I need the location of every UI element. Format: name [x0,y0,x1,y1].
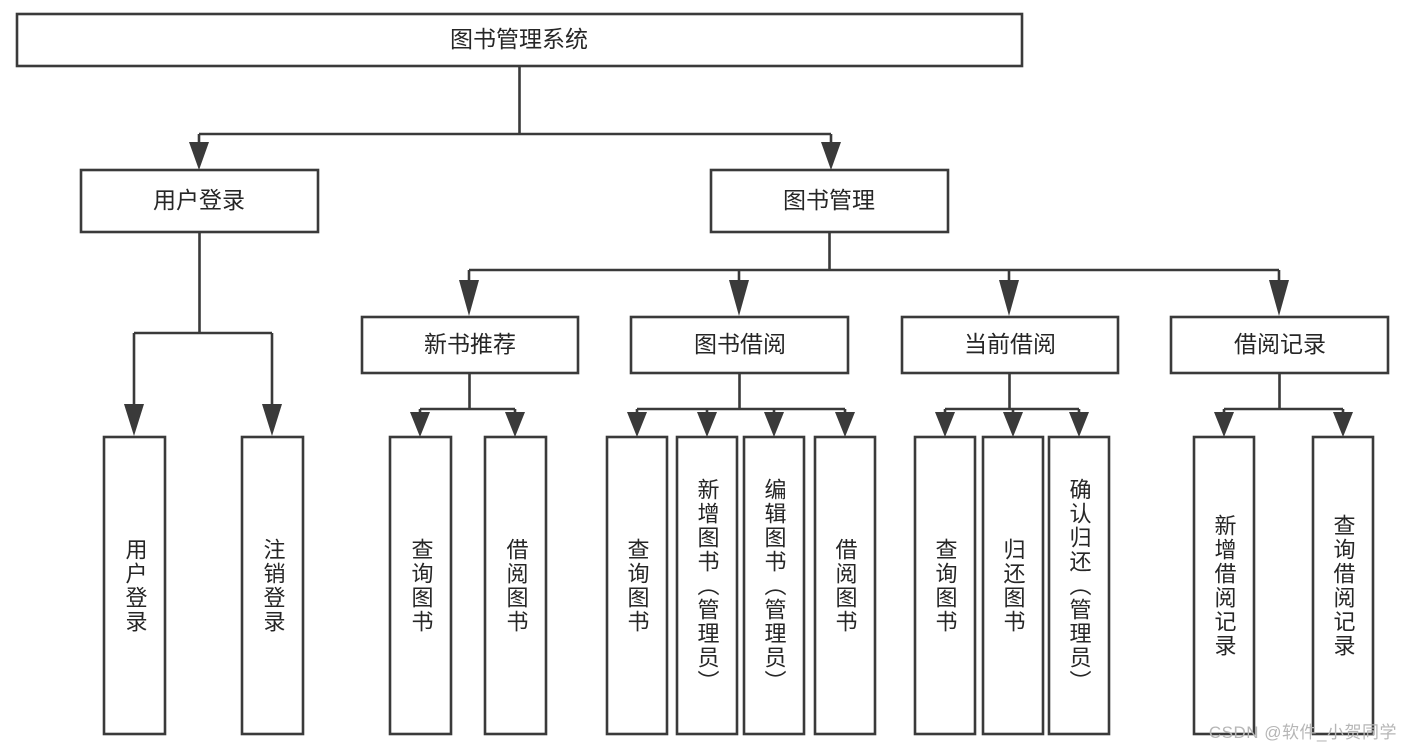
node-book-manage[interactable]: 图书管理 [709,168,950,234]
node-leaf-query-record[interactable]: 查询借阅记录 [1311,435,1375,736]
arrow-head-leaf-query-book-3 [935,412,955,437]
node-leaf-return-book[interactable]: 归还图书 [981,435,1045,736]
node-new-book-rec-box[interactable] [360,315,580,375]
node-leaf-query-record-label: 查询借阅记录 [1331,514,1356,658]
arrow-head-leaf-confirm-return [1069,412,1089,437]
node-leaf-return-book-box[interactable] [981,435,1045,736]
node-book-manage-box[interactable] [709,168,950,234]
node-book-borrow[interactable]: 图书借阅 [629,315,850,375]
node-leaf-add-record-box[interactable] [1192,435,1256,736]
node-leaf-return-book-label: 归还图书 [1001,538,1026,634]
arrow-head-new-book-rec [459,280,479,316]
node-leaf-borrow-book-1-box[interactable] [483,435,548,736]
node-leaf-logout-box[interactable] [240,435,305,736]
node-leaf-query-book-3-label: 查询图书 [933,538,958,634]
node-borrow-record-box[interactable] [1169,315,1390,375]
node-borrow-record[interactable]: 借阅记录 [1169,315,1390,375]
node-root[interactable]: 图书管理系统 [15,12,1024,68]
node-leaf-user-login-label: 用户登录 [123,538,148,634]
arrow-head-book-manage [821,142,841,170]
node-current-borrow-box[interactable] [900,315,1120,375]
connector-layer [124,66,1353,437]
node-leaf-add-book-label: 新增图书（管理员） [695,478,720,694]
node-leaf-query-book-3-box[interactable] [913,435,977,736]
arrow-head-leaf-add-record [1214,412,1234,437]
arrow-head-leaf-borrow-book-1 [505,412,525,437]
node-leaf-user-login[interactable]: 用户登录 [102,435,167,736]
node-leaf-logout[interactable]: 注销登录 [240,435,305,736]
node-user-login-label: 用户登录 [153,187,245,213]
node-user-login-box[interactable] [79,168,320,234]
arrow-head-leaf-return-book [1003,412,1023,437]
arrow-head-leaf-add-book [697,412,717,437]
node-leaf-user-login-box[interactable] [102,435,167,736]
arrow-head-leaf-query-book-2 [627,412,647,437]
node-leaf-borrow-book-1-label: 借阅图书 [504,538,529,634]
node-leaf-query-book-1-box[interactable] [388,435,453,736]
node-root-label: 图书管理系统 [450,26,588,52]
node-leaf-add-record[interactable]: 新增借阅记录 [1192,435,1256,736]
node-leaf-add-record-label: 新增借阅记录 [1212,514,1237,658]
arrow-head-leaf-borrow-book-2 [835,412,855,437]
node-current-borrow-label: 当前借阅 [964,331,1056,357]
node-leaf-edit-book[interactable]: 编辑图书（管理员） [742,435,806,736]
node-book-borrow-label: 图书借阅 [694,331,786,357]
node-leaf-borrow-book-1[interactable]: 借阅图书 [483,435,548,736]
node-user-login[interactable]: 用户登录 [79,168,320,234]
arrow-head-user-login [189,142,209,170]
node-leaf-query-book-1-label: 查询图书 [409,538,434,634]
node-leaf-borrow-book-2-box[interactable] [813,435,877,736]
arrow-head-book-borrow [729,280,749,316]
node-leaf-query-book-1[interactable]: 查询图书 [388,435,453,736]
node-leaf-logout-label: 注销登录 [261,538,286,634]
node-new-book-rec[interactable]: 新书推荐 [360,315,580,375]
node-leaf-add-book-box[interactable] [675,435,739,736]
arrow-head-leaf-logout [262,404,282,436]
node-new-book-rec-label: 新书推荐 [424,331,516,357]
node-borrow-record-label: 借阅记录 [1234,331,1326,357]
node-leaf-query-book-2[interactable]: 查询图书 [605,435,669,736]
node-leaf-query-book-2-box[interactable] [605,435,669,736]
arrow-head-leaf-query-book-1 [410,412,430,437]
node-leaf-edit-book-label: 编辑图书（管理员） [762,478,787,694]
node-leaf-edit-book-box[interactable] [742,435,806,736]
arrow-head-current-borrow [999,280,1019,316]
node-leaf-borrow-book-2-label: 借阅图书 [833,538,858,634]
node-leaf-confirm-return-label: 确认归还（管理员） [1067,478,1092,694]
node-book-borrow-box[interactable] [629,315,850,375]
node-root-box[interactable] [15,12,1024,68]
node-book-manage-label: 图书管理 [783,187,875,213]
node-leaf-confirm-return-box[interactable] [1047,435,1111,736]
arrow-head-borrow-record [1269,280,1289,316]
node-leaf-add-book[interactable]: 新增图书（管理员） [675,435,739,736]
node-leaf-query-record-box[interactable] [1311,435,1375,736]
node-leaf-query-book-3[interactable]: 查询图书 [913,435,977,736]
node-leaf-query-book-2-label: 查询图书 [625,538,650,634]
arrow-head-leaf-query-record [1333,412,1353,437]
node-current-borrow[interactable]: 当前借阅 [900,315,1120,375]
arrow-head-leaf-user-login [124,404,144,436]
node-leaf-confirm-return[interactable]: 确认归还（管理员） [1047,435,1111,736]
arrow-head-leaf-edit-book [764,412,784,437]
node-leaf-borrow-book-2[interactable]: 借阅图书 [813,435,877,736]
